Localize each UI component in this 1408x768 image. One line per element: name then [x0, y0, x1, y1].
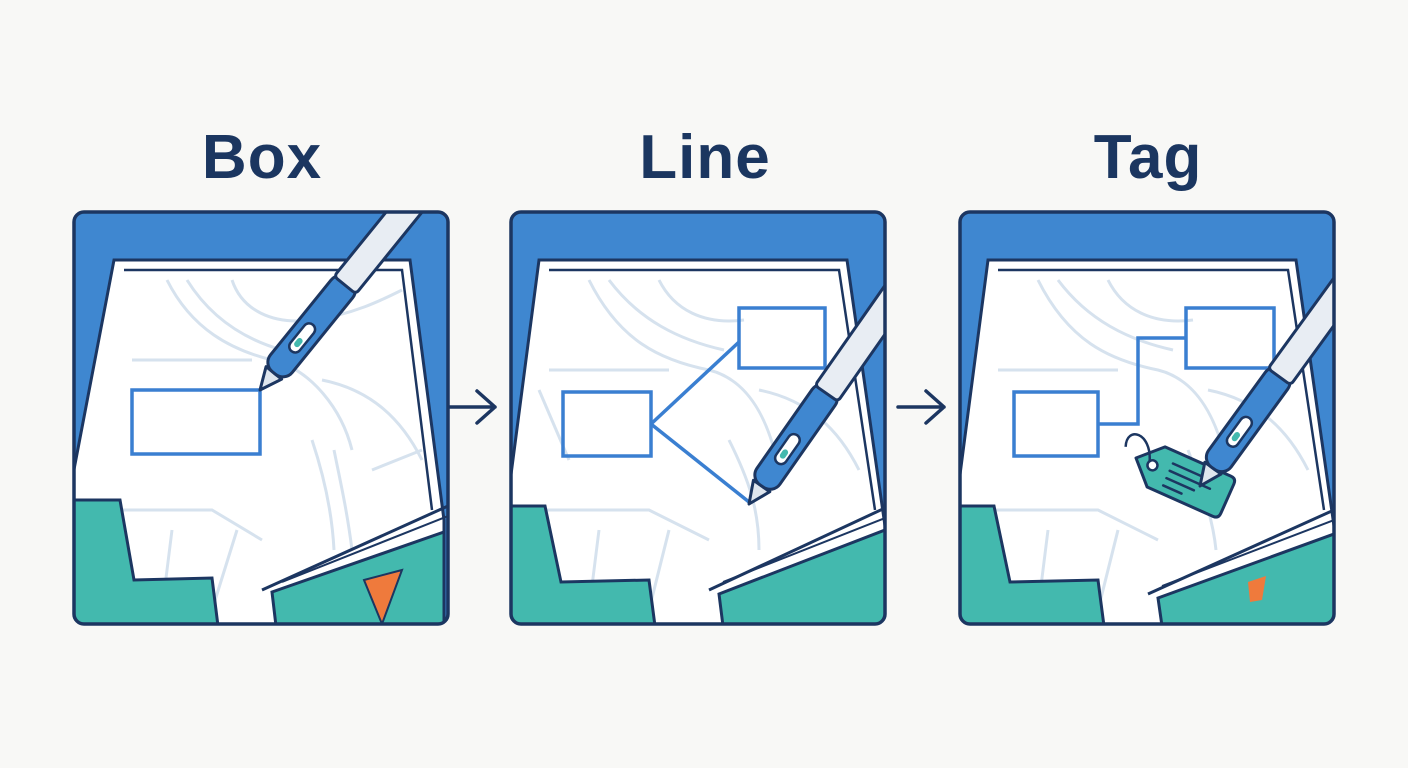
stylus-pen-icon: [258, 212, 448, 392]
stylus-pen-icon: [1198, 247, 1334, 488]
teal-parcel-right: [1156, 531, 1334, 624]
drawn-line-annotation: [561, 306, 827, 504]
orange-marker: [1248, 576, 1266, 602]
stylus-pen-icon: [747, 262, 885, 506]
drawn-annotations: [1012, 306, 1276, 458]
price-tag-icon: [1124, 433, 1237, 519]
step-title-box: Box: [201, 123, 323, 192]
step-title-tag: Tag: [1093, 123, 1203, 192]
arrow-right-icon: [896, 383, 948, 431]
step-title-line: Line: [639, 123, 771, 192]
panel-line: [509, 210, 887, 626]
teal-parcel-left: [511, 504, 657, 624]
panel-box: [72, 210, 450, 626]
teal-parcel-right: [270, 529, 446, 624]
teal-parcel-left: [960, 504, 1106, 624]
orange-marker: [362, 568, 404, 624]
teal-parcel-left: [74, 498, 220, 624]
drawn-box-annotation: [130, 388, 262, 456]
panel-tag: [958, 210, 1336, 626]
map-paper: [511, 258, 885, 624]
arrow-right-icon: [447, 383, 499, 431]
teal-parcel-right: [717, 527, 885, 624]
